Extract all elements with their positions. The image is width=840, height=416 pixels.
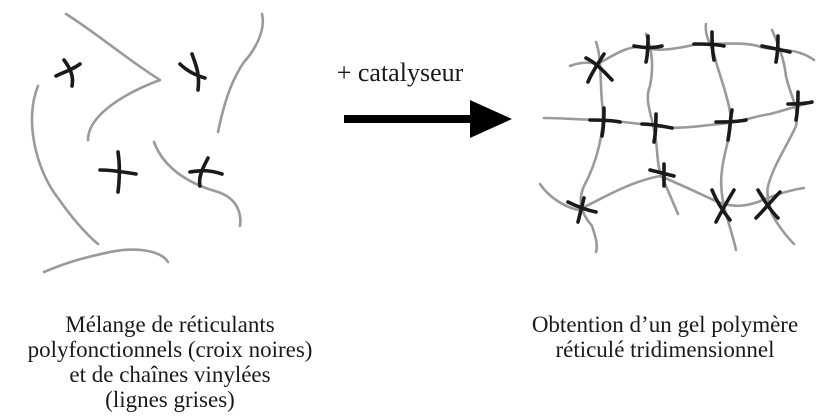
gel-network: [538, 22, 816, 254]
gel-caption: Obtention d’un gel polymère réticulé tri…: [490, 312, 840, 362]
crosslinker-node: [648, 162, 676, 188]
vinyl-chain: [542, 102, 808, 130]
crosslinker-node: [786, 90, 814, 122]
vinyl-chain: [538, 174, 806, 212]
crosslinker-node: [640, 112, 674, 144]
crosslinker-node: [584, 52, 614, 84]
crosslinker-cross: [54, 58, 82, 88]
reaction-arrow: [344, 100, 512, 138]
mixture-caption: Mélange de réticulants polyfonctionnels …: [0, 312, 340, 412]
crosslinker-node: [692, 30, 726, 62]
caption-line: Mélange de réticulants: [65, 312, 275, 337]
caption-line: (lignes grises): [105, 387, 235, 412]
crosslinker-node: [566, 196, 598, 224]
caption-line: et de chaînes vinylées: [69, 362, 271, 387]
vinyl-chain: [42, 248, 170, 274]
vinyl-chain: [766, 28, 799, 246]
mixture-panel: [30, 12, 265, 274]
crosslinker-cross: [188, 156, 224, 188]
caption-line: réticulé tridimensionnel: [555, 337, 775, 362]
vinyl-chain: [152, 140, 242, 228]
crosslinker-node: [588, 106, 622, 138]
crosslinker-node: [710, 188, 736, 224]
vinyl-chain: [216, 12, 265, 134]
caption-line: Obtention d’un gel polymère: [531, 312, 799, 337]
vinyl-chain: [579, 40, 605, 254]
crosslinker-node: [754, 188, 782, 220]
crosslinker-node: [760, 34, 792, 64]
crosslinker-node: [632, 34, 664, 64]
crosslinker-node: [714, 108, 748, 142]
caption-line: polyfonctionnels (croix noires): [27, 337, 313, 362]
crosslinker-cross: [178, 52, 207, 92]
catalyst-label: + catalyseur: [336, 58, 464, 87]
vinyl-chain: [30, 84, 100, 246]
crosslinker-cross: [98, 150, 138, 194]
vinyl-chain: [64, 12, 162, 142]
